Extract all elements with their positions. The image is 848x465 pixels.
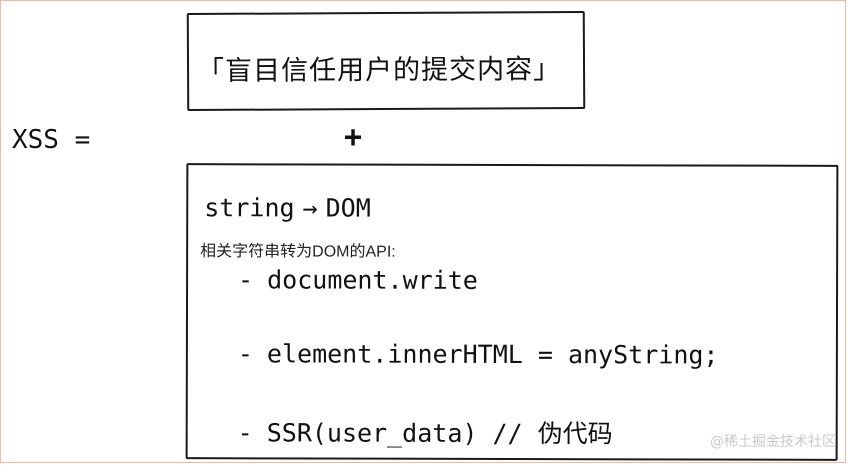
- dom-label: DOM: [325, 193, 371, 223]
- api-item-innerhtml: -element.innerHTML = anyString;: [238, 339, 719, 369]
- xss-equation-label: XSS =: [12, 125, 91, 155]
- api-item-text: document.write: [267, 265, 478, 295]
- api-item-ssr: -SSR(user_data) // 伪代码: [238, 413, 613, 450]
- plus-sign: +: [344, 120, 363, 155]
- watermark: @稀土掘金技术社区: [710, 434, 836, 450]
- api-note: 相关字符串转为DOM的API:: [200, 243, 396, 261]
- trust-box-text: 「盲目信任用户的提交内容」: [196, 54, 562, 87]
- string-label: string: [204, 193, 295, 223]
- string-to-dom-box: string→DOM 相关字符串转为DOM的API: -document.wri…: [185, 163, 839, 461]
- dash-bullet: -: [237, 339, 253, 369]
- dash-bullet: -: [237, 418, 253, 448]
- string-to-dom-line: string→DOM: [204, 193, 371, 222]
- dash-bullet: -: [238, 265, 254, 295]
- right-arrow-icon: →: [302, 193, 318, 223]
- api-item-document-write: -document.write: [238, 265, 478, 295]
- api-item-text: SSR(user_data) // 伪代码: [266, 418, 613, 449]
- trust-box: 「盲目信任用户的提交内容」: [186, 10, 586, 112]
- api-item-text: element.innerHTML = anyString;: [266, 339, 719, 370]
